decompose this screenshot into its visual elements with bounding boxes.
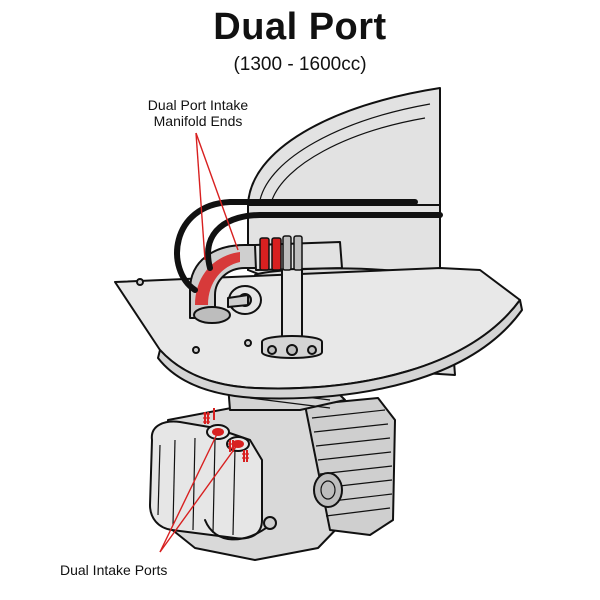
callout-manifold-ends: Dual Port Intake Manifold Ends <box>118 97 278 129</box>
manifold-flange <box>193 306 231 324</box>
callout-intake-ports: Dual Intake Ports <box>60 562 168 578</box>
leader-intake-port-1 <box>159 431 219 553</box>
leader-manifold-end-2 <box>195 132 239 251</box>
engine-tin-plate <box>114 267 523 400</box>
support-pipe <box>261 267 323 359</box>
clamp-rings <box>254 235 343 271</box>
spark-plug-boss <box>313 472 343 508</box>
callout-manifold-ends-line2: Manifold Ends <box>153 113 243 129</box>
leader-lines <box>159 132 239 553</box>
leader-manifold-end-1 <box>195 132 206 261</box>
leader-intake-port-2 <box>159 443 239 553</box>
diagram-subtitle: (1300 - 1600cc) <box>233 54 367 75</box>
diagram-title: Dual Port <box>213 6 387 48</box>
callout-manifold-ends-line1: Dual Port Intake <box>147 97 249 113</box>
